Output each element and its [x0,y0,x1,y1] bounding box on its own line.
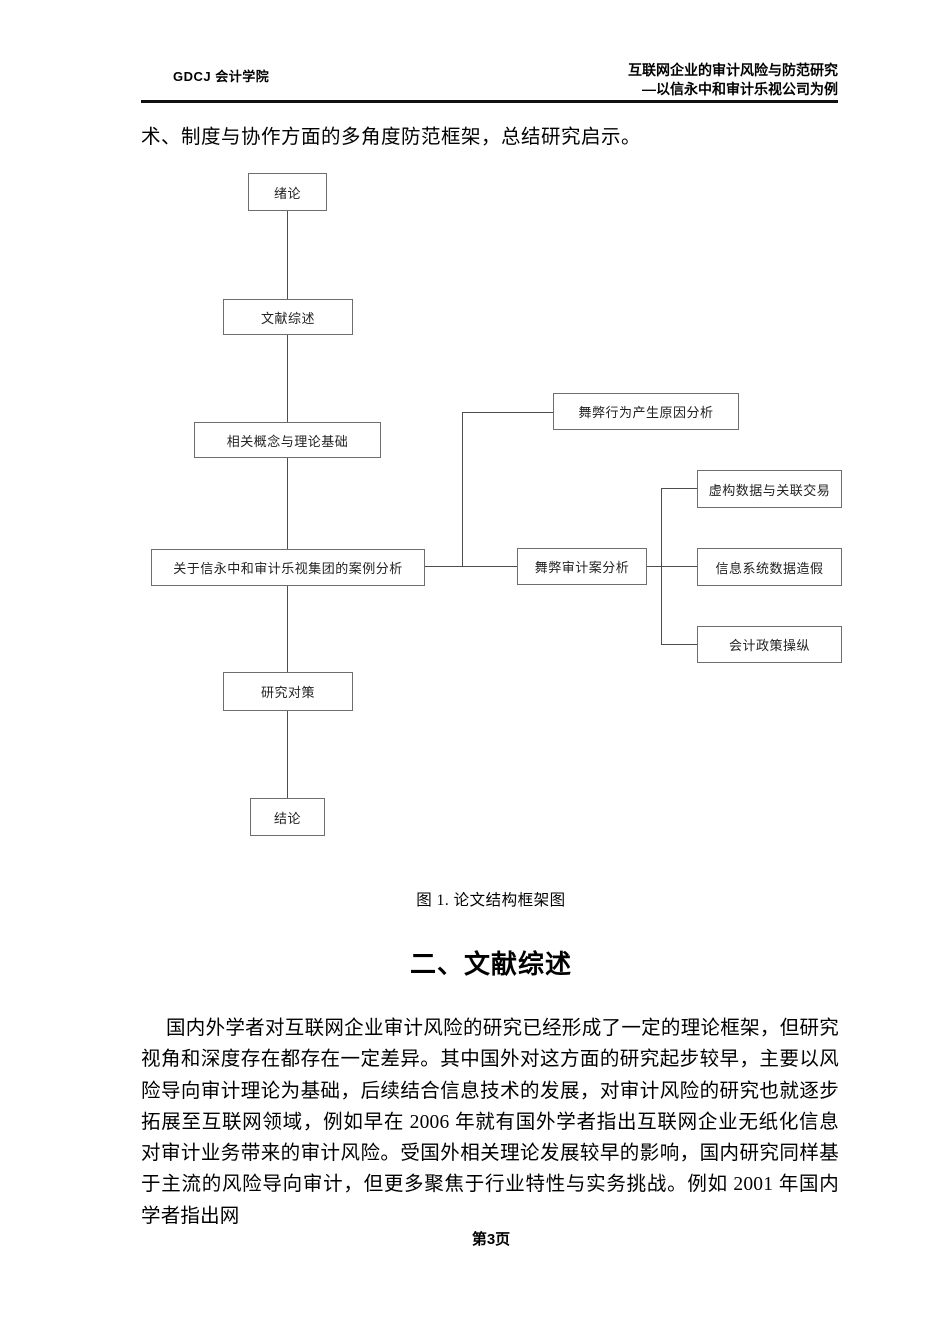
header-title-line2: —以信永中和审计乐视公司为例 [642,81,838,97]
flowchart-connector [647,566,697,567]
flowchart-node-fabricated-data: 虚构数据与关联交易 [697,470,842,508]
flowchart-connector [287,586,288,672]
flowchart-connector [425,566,517,567]
flowchart-connector [287,711,288,798]
flowchart-node-literature-review: 文献综述 [223,299,353,335]
flowchart-connector [661,488,697,489]
intro-paragraph-line: 术、制度与协作方面的多角度防范框架，总结研究启示。 [141,127,642,148]
flowchart-connector [462,412,463,567]
flowchart-node-countermeasures: 研究对策 [223,672,353,711]
flowchart-node-conclusion: 结论 [250,798,325,836]
flowchart-node-fraud-cause: 舞弊行为产生原因分析 [553,393,739,430]
footer-page-number: 第3页 [471,1231,511,1248]
flowchart-node-fraud-audit-case: 舞弊审计案分析 [517,548,647,585]
flowchart-node-introduction: 绪论 [248,173,327,211]
flowchart-connector [462,412,553,413]
flowchart-node-accounting-policy: 会计政策操纵 [697,626,842,663]
section-paragraph: 国内外学者对互联网企业审计风险的研究已经形成了一定的理论框架，但研究视角和深度存… [141,1018,839,1227]
flowchart: 绪论文献综述相关概念与理论基础关于信永中和审计乐视集团的案例分析研究对策结论 舞弊… [151,173,842,836]
header-thesis-title: 互联网企业的审计风险与防范研究 —以信永中和审计乐视公司为例 [628,61,838,99]
header-title-line1: 互联网企业的审计风险与防范研究 [628,62,838,78]
flowchart-node-info-system-fraud: 信息系统数据造假 [697,548,842,586]
flowchart-node-concepts-theory: 相关概念与理论基础 [194,422,381,458]
section-heading: 二、文献综述 [409,949,572,979]
figure-caption: 图 1. 论文结构框架图 [416,892,566,909]
header-divider-rule [141,100,838,103]
flowchart-connector [287,458,288,549]
header-school-name: GDCJ 会计学院 [173,69,270,84]
flowchart-connector [287,211,288,299]
flowchart-connector [287,335,288,422]
flowchart-connector [661,488,662,645]
flowchart-node-case-analysis: 关于信永中和审计乐视集团的案例分析 [151,549,425,586]
flowchart-connector [661,644,697,645]
